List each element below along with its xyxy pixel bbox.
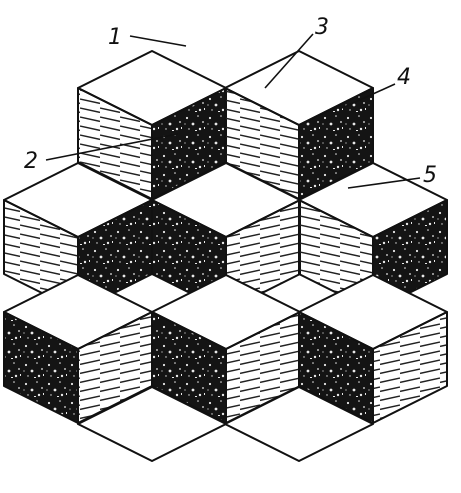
callout-number-2: 2	[24, 149, 38, 174]
callout-number-1: 1	[108, 25, 122, 50]
callout-labels: 1 2 3 4 5	[24, 15, 437, 189]
callout-leader-4	[341, 83, 396, 109]
callout-leader-5	[347, 177, 421, 189]
callout-number-5: 5	[423, 163, 437, 188]
floor-tile-1	[77, 386, 227, 462]
floor-tile-2	[224, 386, 374, 462]
cube-8-right-face	[372, 311, 448, 424]
callout-leader-3	[264, 33, 314, 89]
callout-number-3: 3	[315, 15, 329, 40]
callout-leader-1	[129, 35, 187, 47]
cube-faces	[3, 50, 448, 462]
callout-leader-2	[45, 133, 179, 161]
callout-number-4: 4	[397, 65, 411, 90]
